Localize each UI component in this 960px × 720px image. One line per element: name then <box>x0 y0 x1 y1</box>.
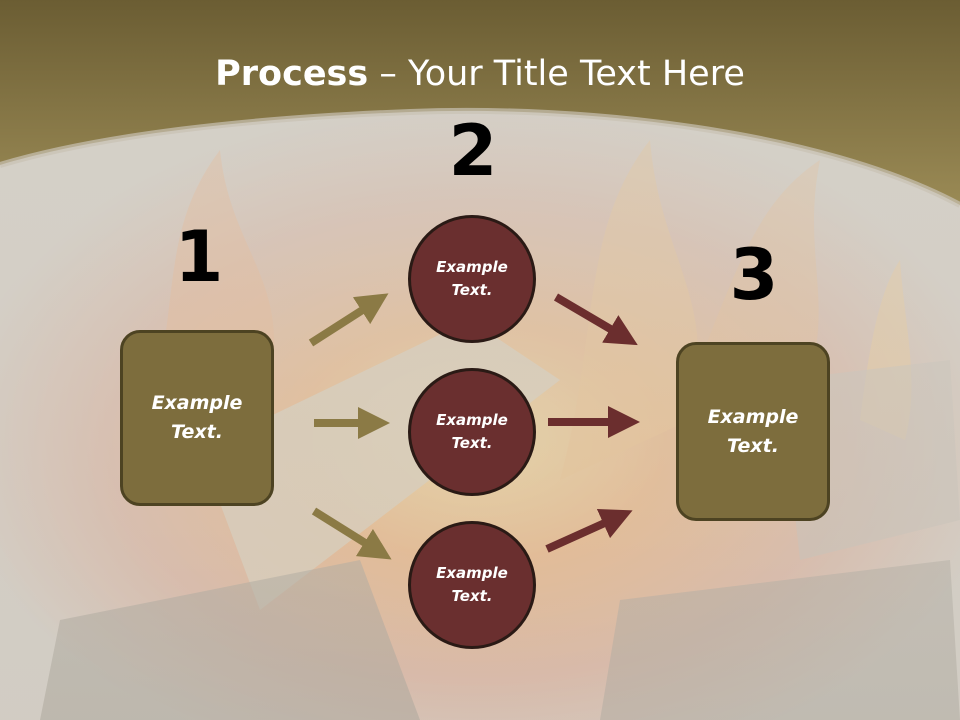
step-2-label-middle: Example Text. <box>436 411 508 452</box>
arrow-bottom-to-3 <box>545 508 633 553</box>
arrow-1-to-bottom <box>311 507 392 560</box>
slide-title: Process – Your Title Text Here <box>215 54 745 94</box>
step-3-label: Example Text. <box>707 405 799 457</box>
arrow-top-to-3 <box>553 293 638 346</box>
step-2-label-bottom: Example Text. <box>436 564 508 605</box>
step-1-label: Example Text. <box>151 392 243 443</box>
step-number-1: 1 <box>174 216 224 298</box>
arrow-1-to-top <box>308 293 389 347</box>
step-2-label-top: Example Text. <box>436 258 508 299</box>
step-number-3: 3 <box>729 234 779 316</box>
step-2-circle-top: Example Text. <box>408 215 536 343</box>
step-2-circle-bottom: Example Text. <box>408 521 536 649</box>
step-2-circle-middle: Example Text. <box>408 368 536 496</box>
step-number-2: 2 <box>448 110 498 192</box>
step-1-box: Example Text. <box>120 330 274 506</box>
step-3-box: Example Text. <box>676 342 830 521</box>
